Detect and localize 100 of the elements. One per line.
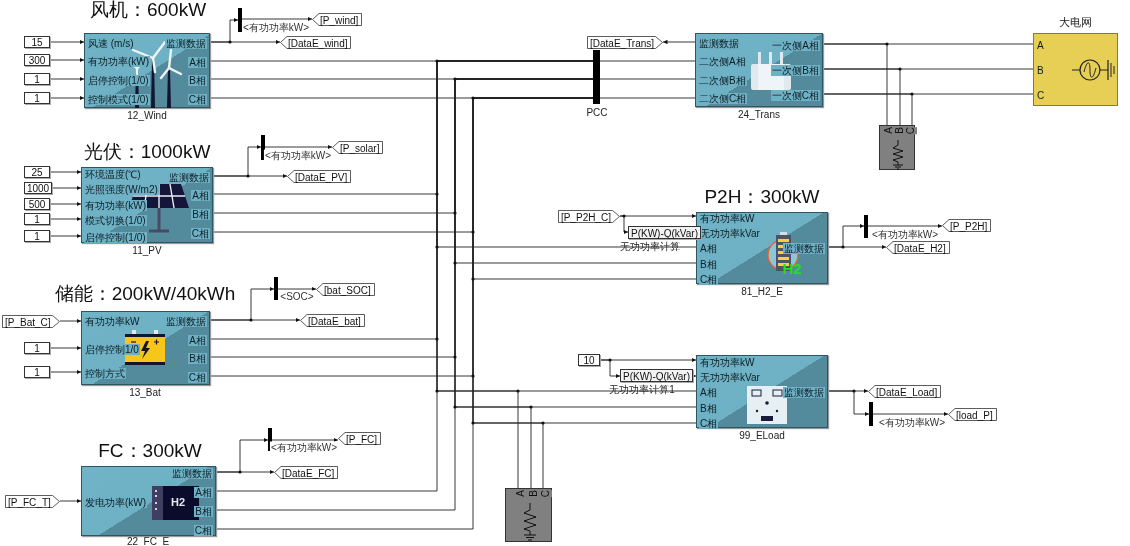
grid-source-block: [1033, 33, 1118, 106]
constant-block: 1: [24, 73, 50, 85]
port-label: 风速 (m/s): [87, 37, 135, 49]
block-name: 大电网: [1058, 15, 1092, 29]
block-title: 储能：200kW/40kWh: [54, 283, 236, 305]
battery-block: [81, 311, 210, 385]
port-label: C: [1036, 89, 1046, 101]
port-label: 二次侧C相: [698, 92, 748, 104]
goto-tag: [P_solar]: [332, 141, 383, 154]
port-label: A相: [188, 334, 207, 346]
port-label: A相: [699, 386, 718, 398]
port-label: A相: [188, 56, 207, 68]
goto-tag: [DataE_Load]: [868, 385, 941, 398]
block-name: 13_Bat: [129, 386, 161, 399]
bus-selector: [864, 215, 868, 238]
block-name: 无功功率计算: [620, 240, 680, 253]
port-label: 环境温度(℃): [84, 168, 142, 180]
rlc-load-block: [505, 488, 552, 542]
port-label: 启停控制1/0: [84, 343, 140, 355]
port-label: B相: [188, 74, 207, 86]
edge-label: <有功功率kW>: [877, 416, 947, 428]
transformer-block: [695, 33, 823, 107]
port-label: 无功功率kVar: [699, 371, 761, 383]
constant-block: 25: [24, 166, 50, 178]
constant-block: 500: [24, 198, 50, 210]
port-label: 发电功率(kW): [84, 496, 148, 508]
edge-label: <有功功率kW>: [269, 441, 339, 453]
power-line: [822, 43, 888, 126]
port-label: 有功功率(kW): [84, 199, 148, 211]
pv-block: [81, 167, 213, 243]
port-label: A: [514, 490, 527, 497]
fuel-cell-block: [81, 466, 216, 536]
port-label: 监测数据: [171, 467, 213, 479]
port-label: B: [1036, 64, 1045, 76]
load-block: [696, 355, 828, 428]
goto-tag: [P_wind]: [312, 13, 362, 26]
port-label: B相: [191, 208, 210, 220]
constant-block: 1: [24, 213, 50, 225]
edge-label: <SOC>: [279, 290, 315, 302]
constant-block: 15: [24, 36, 50, 48]
block-name: PCC: [586, 106, 608, 119]
block-name: 81_H2_E: [741, 285, 783, 298]
constant-block: 1: [24, 230, 50, 242]
port-label: C相: [187, 93, 207, 105]
port-label: C相: [699, 417, 719, 429]
goto-tag: [load_P]: [948, 408, 997, 421]
goto-tag: [DataE_FC]: [274, 466, 338, 479]
edge-label: <有功功率kW>: [870, 228, 940, 240]
constant-block: 1: [24, 342, 50, 354]
port-label: 二次侧A相: [698, 55, 747, 67]
port-label: 监测数据: [165, 315, 207, 327]
block-title: P2H：300kW: [704, 186, 820, 208]
bus-selector: [274, 277, 278, 300]
from-tag: [DataE_Trans]: [587, 36, 663, 49]
goto-tag: [bat_SOC]: [316, 283, 375, 296]
port-label: 一次侧A相: [771, 39, 820, 51]
port-label: 有功功率kW: [699, 212, 756, 224]
rlc-load-block: [879, 125, 915, 170]
port-label: C相: [187, 371, 207, 383]
port-label: 监测数据: [783, 386, 825, 398]
port-label: 控制方式: [84, 367, 126, 379]
port-label: 控制模式(1/0): [87, 93, 150, 105]
power-line: [599, 97, 696, 99]
port-label: 光照强度(W/m2): [84, 183, 159, 195]
port-label: A: [1036, 39, 1045, 51]
block-title: FC：300kW: [98, 440, 202, 462]
port-label: B相: [699, 402, 718, 414]
block-name: 24_Trans: [738, 108, 780, 121]
port-label: 监测数据: [698, 37, 740, 49]
power-line: [822, 93, 913, 126]
port-label: 监测数据: [783, 242, 825, 254]
from-tag: [P_FC_T]: [5, 495, 60, 508]
goto-tag: [DataE_H2]: [886, 241, 950, 254]
port-label: 一次侧B相: [771, 64, 820, 76]
port-label: B相: [699, 258, 718, 270]
constant-block: 10: [578, 354, 600, 366]
port-label: A相: [699, 242, 718, 254]
port-label: 二次侧B相: [698, 74, 747, 86]
port-label: 监测数据: [168, 171, 210, 183]
bus-selector: [869, 402, 873, 426]
goto-tag: [P_FC]: [338, 432, 381, 445]
port-label: 有功功率kW: [699, 356, 756, 368]
port-label: C相: [193, 524, 213, 536]
block-title: 光伏：1000kW: [83, 141, 211, 163]
power-line: [822, 68, 901, 126]
goto-tag: [P_P2H]: [942, 219, 991, 232]
icon-label: H2: [782, 259, 802, 277]
block-name: 无功功率计算1: [609, 383, 675, 396]
goto-tag: [DataE_bat]: [300, 314, 365, 327]
edge-label: <有功功率kW>: [241, 21, 311, 33]
port-label: 启停控制(1/0): [87, 74, 150, 86]
port-label: 启停控制(1/0): [84, 231, 147, 243]
goto-tag: [DataE_wind]: [280, 36, 351, 49]
edge-label: <有功功率kW>: [263, 149, 333, 161]
bus-bar: [593, 50, 600, 104]
block-name: 11_PV: [132, 244, 162, 257]
icon-label: H2: [170, 496, 186, 508]
port-label: C相: [190, 227, 210, 239]
port-label: C相: [699, 273, 719, 285]
port-label: A相: [194, 486, 213, 498]
